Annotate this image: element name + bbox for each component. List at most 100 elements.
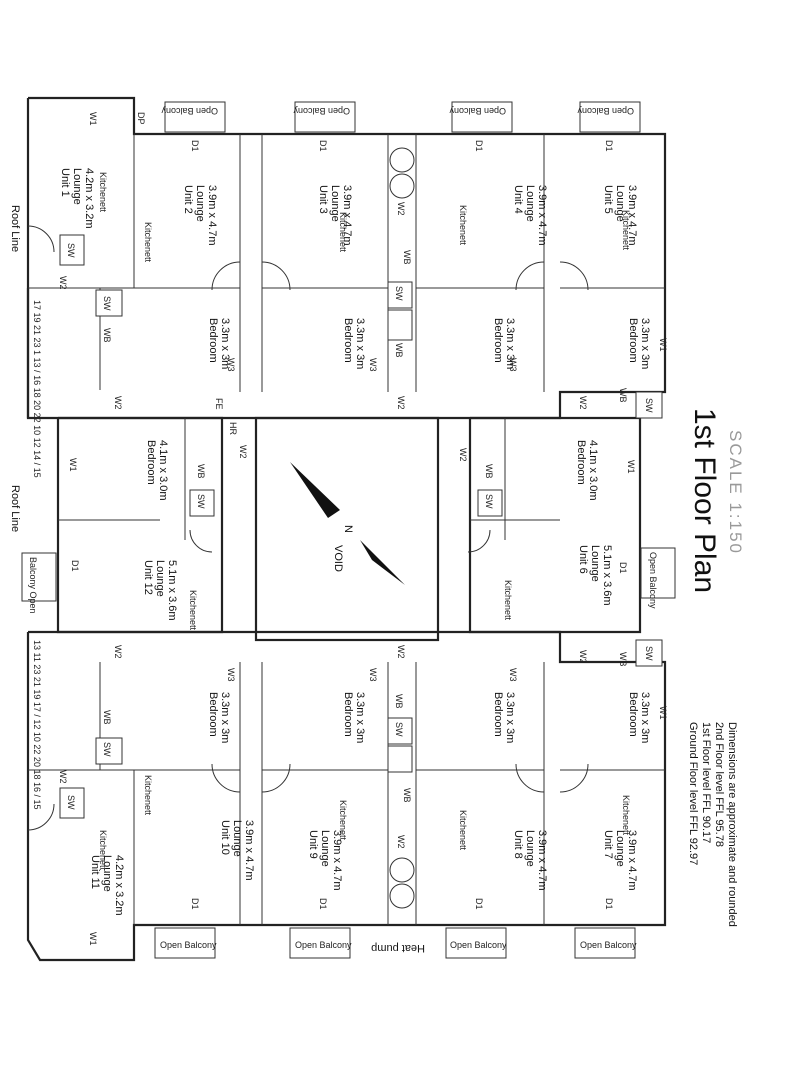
svg-text:Open Balcony: Open Balcony (648, 552, 658, 609)
svg-text:SW: SW (102, 296, 112, 311)
svg-text:W3: W3 (508, 358, 518, 372)
svg-text:W1: W1 (68, 458, 78, 472)
svg-text:W1: W1 (88, 932, 98, 946)
svg-text:3.3m x 3m: 3.3m x 3m (504, 318, 516, 369)
svg-text:WB: WB (394, 694, 404, 709)
svg-text:Unit 10: Unit 10 (219, 820, 231, 855)
hr-label: HR (228, 422, 238, 435)
svg-text:3.3m x 3m: 3.3m x 3m (219, 318, 231, 369)
svg-text:Ground Floor level FFL 92.97: Ground Floor level FFL 92.97 (687, 722, 699, 865)
svg-text:3.3m x 3m: 3.3m x 3m (639, 318, 651, 369)
svg-text:WB: WB (196, 464, 206, 479)
svg-text:W1: W1 (626, 460, 636, 474)
svg-text:W2: W2 (578, 396, 588, 410)
svg-text:W3: W3 (508, 668, 518, 682)
svg-text:3.9m x 4.7m: 3.9m x 4.7m (536, 830, 548, 891)
svg-text:Unit 6: Unit 6 (577, 545, 589, 574)
svg-text:W3: W3 (368, 668, 378, 682)
svg-text:SW: SW (394, 286, 404, 301)
svg-text:Unit 8: Unit 8 (512, 830, 524, 859)
svg-text:WB: WB (484, 464, 494, 479)
svg-text:Unit 4: Unit 4 (512, 185, 524, 214)
svg-text:Bedroom: Bedroom (492, 692, 504, 737)
svg-text:D1: D1 (70, 560, 80, 572)
svg-text:4.1m x 3.0m: 4.1m x 3.0m (157, 440, 169, 501)
svg-text:N: N (342, 525, 354, 533)
svg-text:W2: W2 (113, 645, 123, 659)
svg-text:Unit 12: Unit 12 (142, 560, 154, 595)
svg-text:W2: W2 (396, 396, 406, 410)
svg-text:SW: SW (394, 722, 404, 737)
svg-text:Bedroom: Bedroom (575, 440, 587, 485)
svg-text:5.1m x 3.6m: 5.1m x 3.6m (166, 560, 178, 621)
svg-text:Unit 5: Unit 5 (602, 185, 614, 214)
svg-text:Unit 3: Unit 3 (317, 185, 329, 214)
svg-text:WB: WB (394, 343, 404, 358)
svg-text:D1: D1 (474, 898, 484, 910)
svg-text:SW: SW (644, 398, 654, 413)
svg-text:W2: W2 (238, 445, 248, 459)
svg-text:Lounge: Lounge (614, 830, 626, 867)
svg-text:Kitchenett: Kitchenett (143, 775, 153, 816)
stairs-bottom: 13 11 23 21 19 17 / 12 10 22 20 18 16 / … (32, 640, 42, 809)
svg-text:4.2m x 3.2m: 4.2m x 3.2m (83, 168, 95, 229)
svg-text:Open Balcony: Open Balcony (293, 106, 350, 116)
svg-text:Bedroom: Bedroom (492, 318, 504, 363)
svg-text:Kitchenett: Kitchenett (98, 172, 108, 213)
svg-text:3.3m x 3m: 3.3m x 3m (219, 692, 231, 743)
roof-line-label-top: Roof Line (9, 205, 21, 252)
svg-text:Bedroom: Bedroom (145, 440, 157, 485)
svg-text:D1: D1 (318, 898, 328, 910)
svg-text:Kitchenett: Kitchenett (188, 590, 198, 631)
svg-text:4.1m x 3.0m: 4.1m x 3.0m (587, 440, 599, 501)
svg-text:Open Balcony: Open Balcony (160, 940, 217, 950)
svg-text:3.9m x 4.7m: 3.9m x 4.7m (243, 820, 255, 881)
svg-text:D1: D1 (604, 898, 614, 910)
svg-text:W2: W2 (396, 835, 406, 849)
svg-text:WB: WB (402, 788, 412, 803)
svg-text:W3: W3 (226, 668, 236, 682)
north-arrow-icon: N (290, 462, 405, 585)
svg-text:Kitchenett: Kitchenett (458, 810, 468, 851)
kitchen-labels: Kitchenett Kitchenett Kitchenett Kitchen… (98, 172, 631, 871)
svg-text:Open Balcony: Open Balcony (577, 106, 634, 116)
svg-text:SW: SW (484, 494, 494, 509)
svg-text:W2: W2 (58, 276, 68, 290)
svg-text:SW: SW (66, 243, 76, 258)
svg-text:Lounge: Lounge (101, 855, 113, 892)
svg-text:Dimensions are approximate and: Dimensions are approximate and rounded (726, 722, 738, 927)
svg-text:3.9m x 4.7m: 3.9m x 4.7m (206, 185, 218, 246)
svg-text:D1: D1 (474, 140, 484, 152)
svg-text:Bedroom: Bedroom (207, 318, 219, 363)
svg-text:Unit 1: Unit 1 (59, 168, 71, 197)
svg-text:Lounge: Lounge (524, 830, 536, 867)
fixtures (59, 147, 663, 909)
svg-text:5.1m x 3.6m: 5.1m x 3.6m (601, 545, 613, 606)
svg-text:W2: W2 (396, 645, 406, 659)
svg-text:WB: WB (102, 710, 112, 725)
svg-text:Unit 2: Unit 2 (182, 185, 194, 214)
balconies (21, 101, 676, 959)
svg-text:W2: W2 (396, 202, 406, 216)
svg-text:Kitchenett: Kitchenett (458, 205, 468, 246)
svg-text:Kitchenett: Kitchenett (338, 800, 348, 841)
svg-text:SW: SW (102, 742, 112, 757)
svg-text:W3: W3 (368, 358, 378, 372)
svg-text:SW: SW (644, 646, 654, 661)
svg-text:D1: D1 (190, 898, 200, 910)
svg-text:Unit 9: Unit 9 (307, 830, 319, 859)
svg-text:3.3m x 3m: 3.3m x 3m (354, 692, 366, 743)
svg-text:Kitchenett: Kitchenett (503, 580, 513, 621)
roof-line-label-middle: Roof Line (9, 485, 21, 532)
svg-text:W2: W2 (458, 448, 468, 462)
plan-scale: SCALE 1:150 (726, 430, 745, 555)
fe-label: FE (214, 398, 224, 410)
svg-text:Lounge: Lounge (319, 830, 331, 867)
svg-text:W1: W1 (658, 338, 668, 352)
level-notes: Ground Floor level FFL 92.97 1st Floor l… (687, 722, 738, 927)
svg-text:W1: W1 (88, 112, 98, 126)
svg-text:Open Balcony: Open Balcony (580, 940, 637, 950)
svg-text:Kitchenett: Kitchenett (338, 212, 348, 253)
svg-text:Lounge: Lounge (614, 185, 626, 222)
